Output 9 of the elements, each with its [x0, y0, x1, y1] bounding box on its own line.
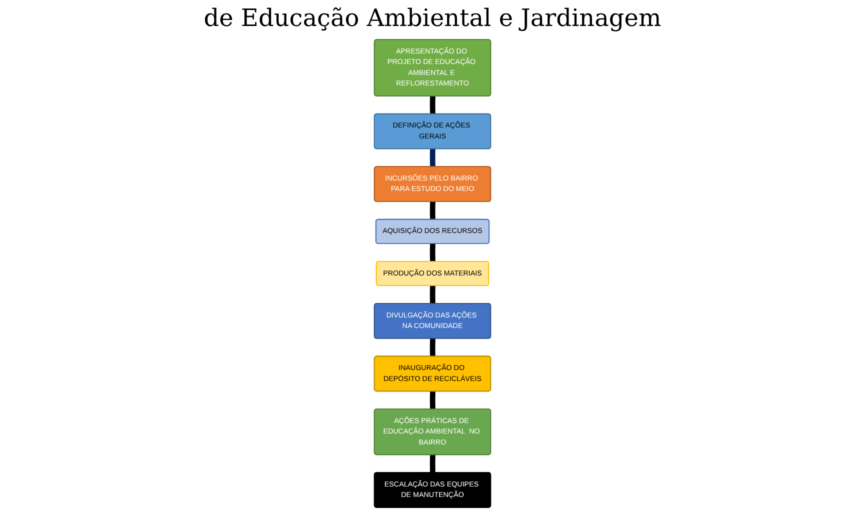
connector: [430, 390, 436, 410]
diagram-title: de Educação Ambiental e Jardinagem: [202, 4, 662, 32]
connector: [430, 148, 436, 168]
connector: [430, 454, 436, 474]
connector: [430, 284, 436, 305]
connector: [430, 337, 436, 358]
connector: [430, 94, 436, 116]
connector: [430, 200, 436, 221]
connector: [430, 242, 436, 263]
